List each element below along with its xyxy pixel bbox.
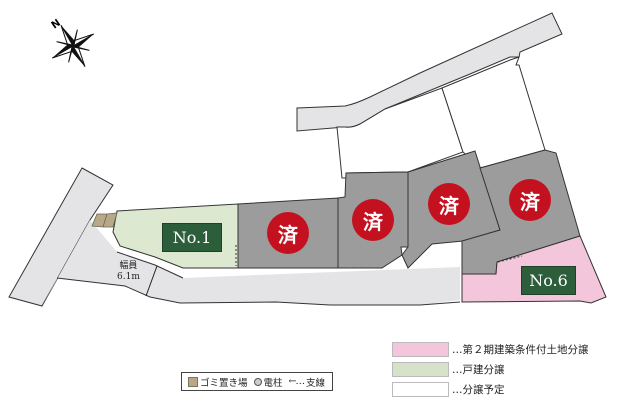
legend-item-phase2: …第２期建築条件付土地分譲 [392,339,589,359]
support-wire-icon: ←… [288,376,306,387]
legend-text-phase2: …第２期建築条件付土地分譲 [452,343,589,356]
garbage-area [91,212,118,228]
road-width-title: 幅員 [119,261,138,271]
road-width-arrow [145,265,158,297]
sold-badge-lot-5: 済 [509,179,551,221]
sold-badge-lot-4: 済 [428,183,470,225]
legend-swatch-pink [392,341,449,357]
road-width-value: 6.1m [117,272,140,282]
garbage-area-icon [188,376,198,387]
compass-icon [51,24,95,68]
sold-badge-lot-3: 済 [352,199,394,241]
legend-swatch-white [392,381,449,397]
symbol-key: ゴミ置き場 電柱 ←… 支線 [181,372,333,391]
road-width-label: 幅員 6.1m [117,261,140,283]
legend-text-planned: …分譲予定 [452,383,505,396]
legend-item-house: …戸建分譲 [392,359,589,379]
lot-no6-label: No.6 [521,266,576,295]
main-road [42,220,460,306]
key-wire-label: 支線 [306,377,326,389]
key-garbage-label: ゴミ置き場 [200,377,248,389]
legend-text-house: …戸建分譲 [452,363,505,376]
legend-item-planned: …分譲予定 [392,379,589,399]
key-pole-label: 電柱 [263,377,283,389]
legend: …第２期建築条件付土地分譲 …戸建分譲 …分譲予定 [392,339,589,399]
lot-no1-label: No.1 [162,223,222,252]
utility-pole-icon [253,377,262,386]
legend-swatch-green [392,361,449,377]
sold-badge-lot-2: 済 [267,212,309,254]
